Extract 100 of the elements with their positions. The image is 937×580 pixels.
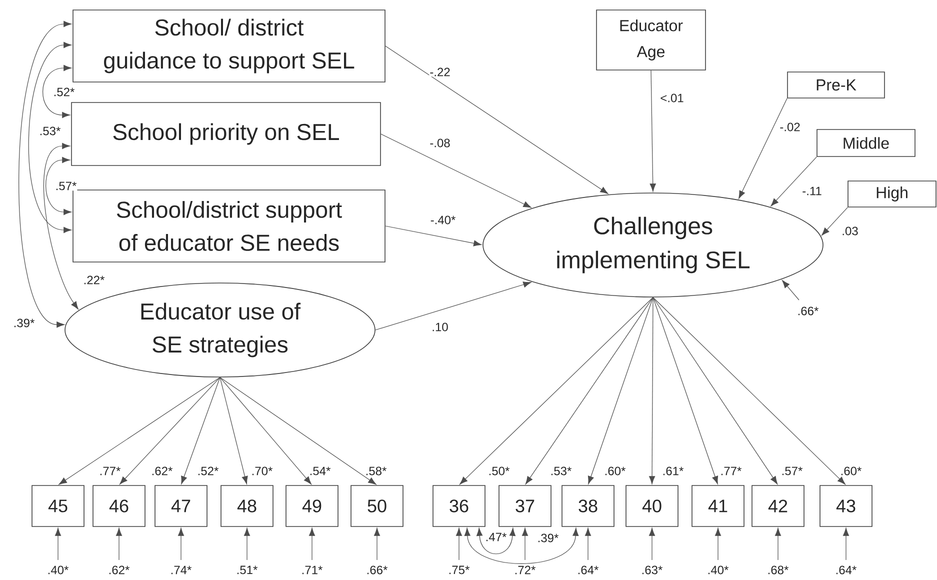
edge-label: .54*	[308, 466, 332, 476]
item-box: 46	[92, 485, 146, 527]
edge-label: .40*	[706, 565, 730, 575]
edge-label: .62*	[108, 565, 130, 575]
variable-box: School priority on SEL	[71, 102, 381, 166]
path-arrow	[652, 297, 846, 484]
item-box: 48	[220, 485, 274, 527]
edge-label: .50*	[488, 466, 510, 476]
residual-arrow	[116, 528, 122, 560]
edge-label: .71*	[300, 565, 324, 575]
edge-label: .39*	[12, 318, 36, 328]
variable-box: Pre-K	[787, 72, 885, 98]
edge-label: .52*	[196, 466, 220, 476]
path-arrow	[649, 297, 656, 484]
edge-label: .51*	[236, 565, 258, 575]
edge-label: .58*	[364, 466, 388, 476]
edge-label: .66*	[796, 306, 820, 316]
item-box: 45	[32, 485, 84, 527]
covariance-arrow	[464, 528, 579, 564]
edge-label: .64*	[834, 565, 858, 575]
path-arrow	[738, 98, 788, 199]
covariance-arrow	[28, 42, 72, 234]
path-arrow	[58, 377, 220, 485]
residual-arrow	[244, 528, 250, 560]
residual-arrow	[308, 528, 316, 560]
edge-label: .53*	[550, 466, 572, 476]
path-arrow	[652, 297, 718, 484]
edge-label: -.22	[429, 67, 451, 77]
edge-label: .60*	[604, 466, 626, 476]
edge-label: -.08	[429, 138, 451, 148]
covariance-arrow	[476, 528, 516, 554]
edge-label: .70*	[250, 466, 274, 476]
path-arrow	[375, 282, 532, 330]
edge-label: .53*	[38, 126, 62, 136]
edge-label: .61*	[662, 466, 684, 476]
residual-arrow	[54, 528, 62, 560]
variable-box: School/district support of educator SE needs	[72, 190, 386, 262]
residual-arrow	[584, 528, 592, 560]
variable-box: School/ district guidance to support SEL	[72, 10, 386, 82]
residual-arrow	[522, 528, 528, 560]
edge-label: .77*	[98, 466, 122, 476]
residual-arrow	[714, 528, 722, 560]
edge-label: .68*	[766, 565, 790, 575]
item-box: 38	[562, 485, 614, 527]
path-arrow	[652, 297, 778, 484]
edge-label: .72*	[514, 565, 536, 575]
item-box: 40	[626, 485, 678, 527]
path-arrow	[588, 297, 654, 484]
residual-arrow	[456, 528, 462, 560]
edge-label: .74*	[170, 565, 192, 575]
path-arrow	[220, 377, 376, 485]
covariance-arrow	[42, 64, 72, 118]
edge-label: .40*	[46, 565, 70, 575]
edge-label: .52*	[52, 87, 76, 97]
edge-label: -.40*	[430, 215, 456, 225]
edge-label: .57*	[780, 466, 804, 476]
item-box: 42	[752, 485, 804, 527]
path-arrow	[380, 134, 532, 208]
item-box: 50	[350, 485, 404, 527]
edge-label: .39*	[536, 533, 560, 543]
edge-label: .10	[431, 322, 449, 332]
residual-arrow	[178, 528, 184, 560]
variable-box: High	[848, 180, 936, 208]
edge-label: .66*	[366, 565, 388, 575]
item-box: 37	[498, 485, 552, 527]
path-arrow	[220, 377, 248, 484]
item-box: 49	[286, 485, 338, 527]
edge-label: .47*	[484, 532, 508, 542]
edge-label: .77*	[720, 466, 742, 476]
edge-label: .57*	[54, 181, 78, 191]
variable-box: Educator Age	[596, 10, 706, 70]
edge-label: -.02	[779, 122, 801, 132]
path-arrow	[181, 377, 220, 484]
edge-label: .60*	[840, 466, 862, 476]
residual-arrow	[842, 528, 850, 560]
residual-arrow	[782, 280, 800, 300]
edge-label: .62*	[150, 466, 174, 476]
path-arrow	[220, 377, 312, 484]
path-arrow	[120, 377, 220, 484]
edge-label: .64*	[576, 565, 600, 575]
edge-label: .63*	[640, 565, 664, 575]
edge-label: .75*	[448, 565, 470, 575]
residual-arrow	[648, 528, 656, 560]
variable-box: Middle	[816, 129, 916, 157]
covariance-arrow	[18, 20, 72, 328]
item-box: 41	[692, 485, 744, 527]
path-arrow	[460, 297, 654, 484]
path-arrow	[650, 70, 656, 192]
path-arrow	[770, 156, 817, 206]
residual-arrow	[374, 528, 380, 560]
path-arrow	[385, 46, 608, 194]
edge-label: .22*	[82, 275, 106, 285]
item-box: 47	[154, 485, 208, 527]
item-box: 36	[432, 485, 486, 527]
item-box: 43	[820, 485, 872, 527]
path-arrow	[822, 207, 848, 236]
covariance-arrow	[44, 142, 78, 310]
path-arrow	[385, 226, 482, 246]
covariance-arrow	[46, 156, 72, 216]
edge-label: <.01	[660, 93, 684, 103]
